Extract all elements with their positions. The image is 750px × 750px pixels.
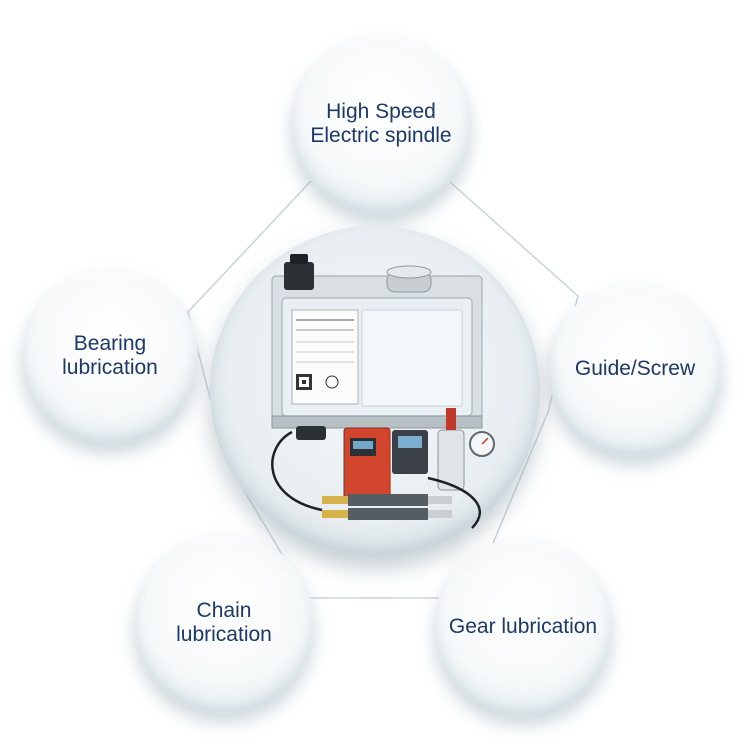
chain-lubrication-label: Chain lubrication: [176, 599, 272, 646]
gear-lubrication-bubble: Gear lubrication: [434, 538, 612, 716]
high-speed-spindle-bubble: High Speed Electric spindle: [291, 34, 471, 214]
guide-screw-label: Guide/Screw: [574, 357, 696, 380]
high-speed-spindle-label: High Speed Electric spindle: [310, 100, 452, 147]
guide-screw-bubble: Guide/Screw: [548, 282, 722, 456]
gear-lubrication-label: Gear lubrication: [448, 615, 598, 638]
bearing-lubrication-bubble: Bearing lubrication: [22, 268, 198, 444]
lubrication-pump-image: [271, 254, 495, 529]
bearing-lubrication-label: Bearing lubrication: [62, 332, 158, 379]
chain-lubrication-bubble: Chain lubrication: [134, 533, 314, 713]
